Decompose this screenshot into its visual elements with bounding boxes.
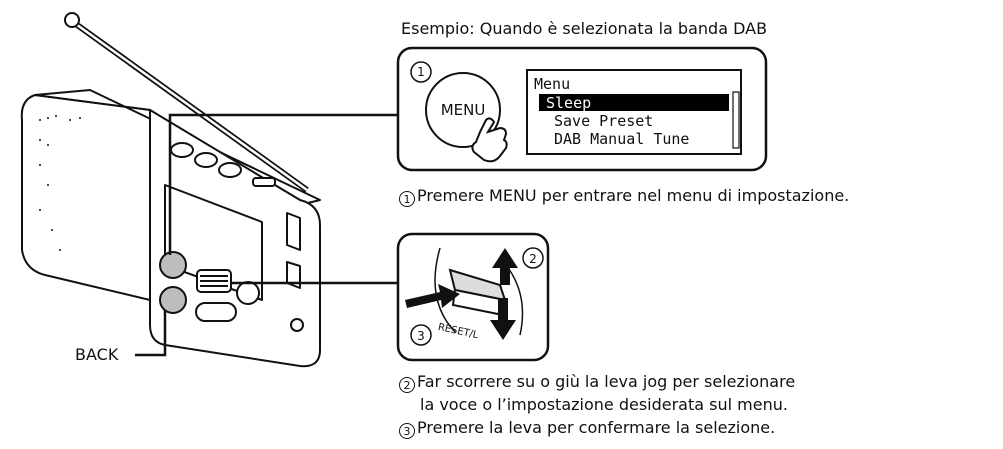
press-arrow-icon [405, 284, 460, 308]
step3-marker: 3 [417, 329, 425, 343]
step2-caption-line2: la voce o l’impostazione desiderata sul … [420, 395, 788, 414]
radio-device [20, 12, 321, 368]
step1-caption-marker: 1 [399, 191, 415, 207]
up-arrow-icon [492, 248, 518, 285]
lcd-item-selected: Sleep [546, 94, 592, 112]
lcd-item: DAB Manual Tune [554, 130, 690, 148]
step23-box [396, 232, 550, 362]
step1-marker: 1 [417, 65, 425, 79]
step2-caption-line1: Far scorrere su o giù la leva jog per se… [417, 372, 796, 391]
step3-marker-circle [410, 324, 432, 346]
lcd-scrollbar [732, 91, 740, 149]
lcd-selection-highlight [539, 94, 729, 111]
step2-caption-marker: 2 [399, 377, 415, 393]
lcd-item: Save Preset [554, 112, 654, 130]
step1-marker-circle [410, 61, 432, 83]
lcd-title: Menu [534, 75, 571, 93]
step2-marker: 2 [529, 252, 537, 266]
step3-caption-marker: 3 [399, 423, 415, 439]
step1-box [396, 46, 768, 172]
pointer-hand-icon [471, 117, 508, 163]
step1-caption-text: Premere MENU per entrare nel menu di imp… [417, 186, 850, 205]
menu-button-label: MENU [440, 101, 486, 119]
down-arrow-icon [490, 298, 516, 340]
step2-marker-circle [522, 247, 544, 269]
example-caption: Esempio: Quando è selezionata la banda D… [401, 19, 768, 38]
step3-caption-text: Premere la leva per confermare la selezi… [417, 418, 776, 437]
back-label: BACK [75, 345, 119, 364]
lcd-screen [526, 69, 742, 155]
callout-lines [135, 113, 442, 357]
